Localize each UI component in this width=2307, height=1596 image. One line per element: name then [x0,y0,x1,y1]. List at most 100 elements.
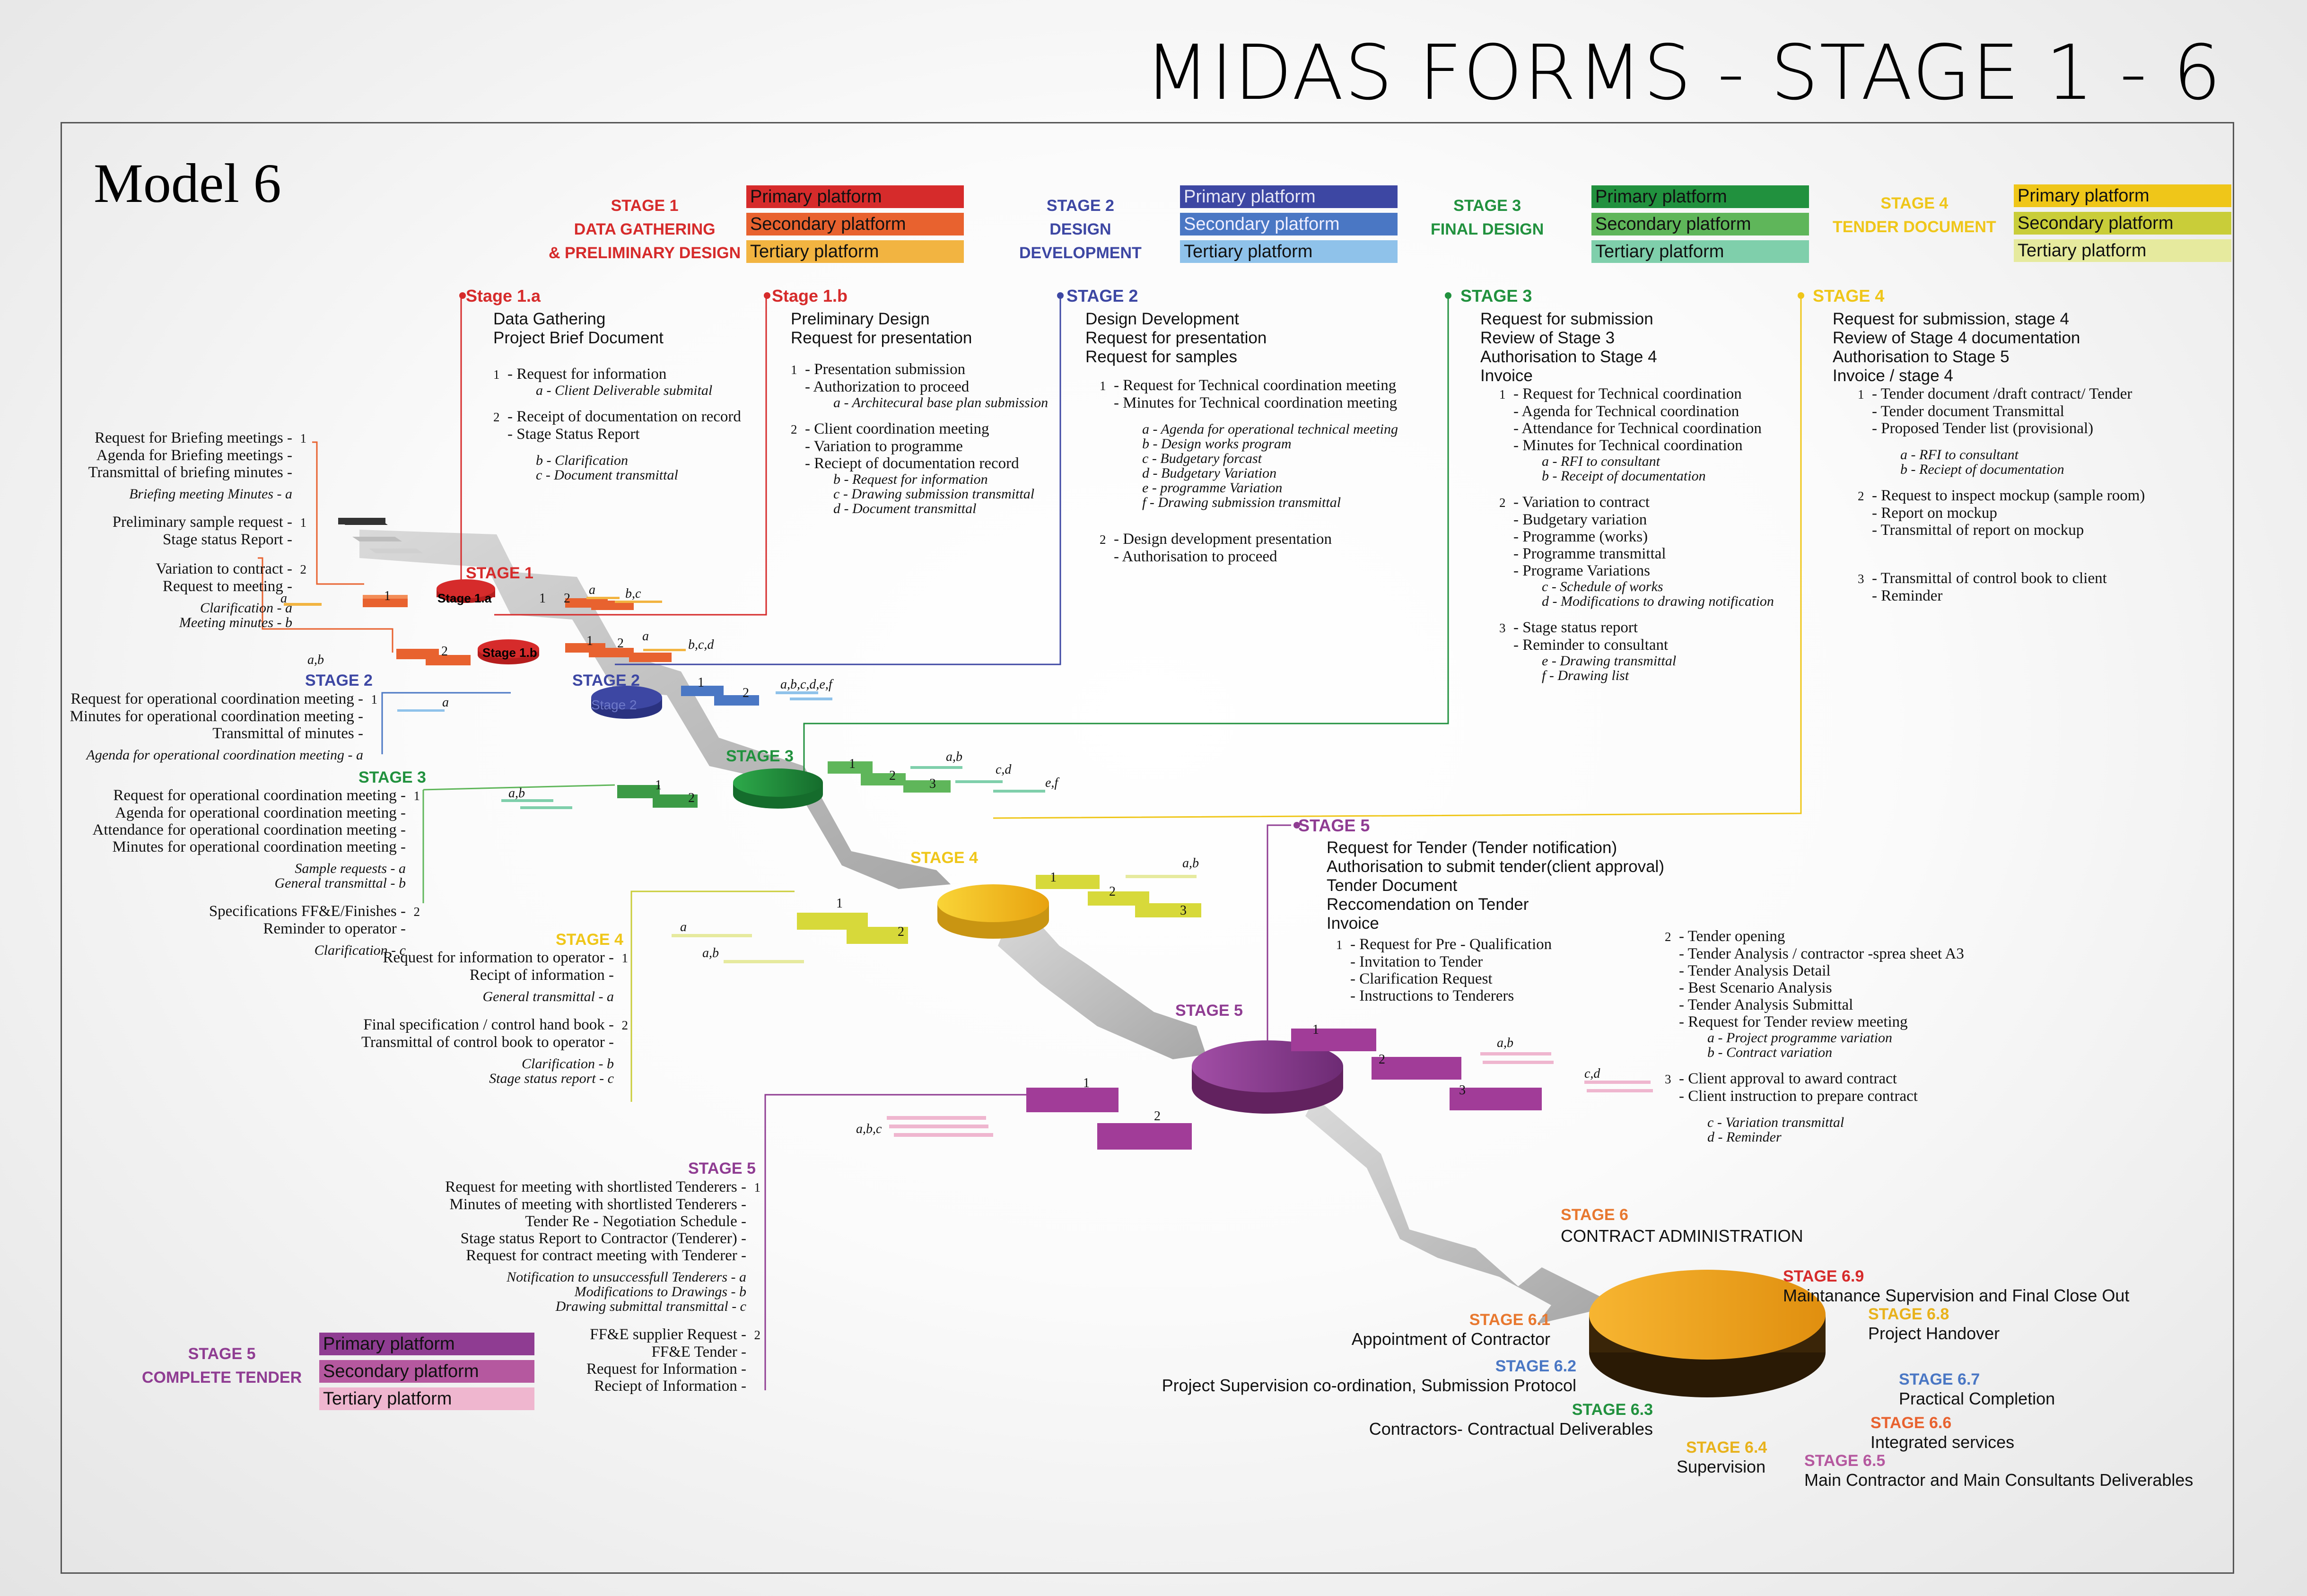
list-item: - Programme (works) [1499,528,1774,545]
list-item: - Instructions to Tenderers [1336,987,1664,1004]
item-text: - Transmittal of control book to client [1872,570,2107,587]
list-item: - Tender document Transmittal [1858,403,2145,420]
platform-label: a,b [307,653,324,667]
left-list-item: Recipt of information - [361,967,628,984]
item-text: - Request for Technical coordination [1513,385,1742,402]
platform-label: 1 [1083,1076,1090,1090]
item-text: b - Clarification [536,453,628,468]
block-stage1a: Stage 1.a Data Gathering Project Brief D… [466,286,741,483]
stage6-item-6-4: STAGE 6.4 Supervision [1677,1439,1767,1476]
platform-label: 2 [889,768,896,783]
list-item: - Programe Variations [1499,562,1774,579]
list-item: d - Budgetary Variation [1128,466,1398,480]
model-label: Model 6 [94,152,281,214]
stage5-platforms [887,1029,1653,1150]
legend-stage1-primary: Primary platform [746,185,964,208]
item-text: f - Drawing list [1542,668,1629,683]
list-item: f - Drawing submission transmittal [1128,495,1398,510]
list-item [493,443,741,453]
list-item: - Reminder [1858,587,2145,604]
list-item: - Reminder to consultant [1499,637,1774,654]
item-number: 1 [621,951,629,965]
connector-dot-stage3 [1445,292,1451,299]
item-number: 3 [1499,621,1506,635]
platform-label: e,f [1045,776,1058,790]
item-text: Request for meeting with shortlisted Ten… [445,1178,746,1195]
left-list-item: Transmittal of minutes - [70,725,377,742]
item-number: 3 [1665,1072,1671,1086]
item-number: 1 [413,789,420,803]
left-sub-item: Modifications to Drawings - b [574,1284,746,1299]
list-item [493,398,741,408]
item-number: 2 [621,1018,629,1032]
list-item: f - Drawing list [1528,668,1774,683]
left-list-item: Tender Re - Negotiation Schedule - [445,1213,760,1230]
connector-dot-stage1b [764,292,770,299]
item-text: e - programme Variation [1142,480,1283,496]
list-item: 1- Request for Pre - Qualification [1336,936,1664,953]
platform-label: 3 [929,776,936,791]
platform-label: a [442,695,449,710]
list-item: 1- Tender document /draft contract/ Tend… [1858,385,2145,403]
list-item [791,410,1048,420]
item-number: 2 [754,1328,761,1342]
platform-label: a [280,591,287,606]
left-list-item: Request for operational coordination mee… [93,787,420,804]
item-text: - Minutes for Technical coordination mee… [1114,394,1398,411]
stage6-item-6-8: STAGE 6.8 Project Handover [1868,1305,2000,1343]
list-item: - Minutes for Technical coordination mee… [1100,394,1398,411]
node-label-stage5: STAGE 5 [1175,1002,1243,1020]
node-label-stage2: STAGE 2 [572,672,640,689]
left-heading-stage2: STAGE 2 [305,672,373,689]
list-item: 3- Client approval to award contract [1665,1070,1964,1088]
stage6-item-6-1: STAGE 6.1 Appointment of Contractor [1351,1311,1550,1349]
left-list-item: Stage status Report - [88,531,306,548]
list-item: a - Client Deliverable submital [522,383,741,398]
left-list-item: Request for information to operator -1 [361,949,628,967]
list-item: - Request for Tender review meeting [1665,1013,1964,1030]
item-text: - Reminder [1872,587,1943,604]
list-item: - Transmittal of report on mockup [1858,522,2145,539]
connector-left-stage1-2 [258,557,393,653]
legend-stage4-primary: Primary platform [2014,184,2231,207]
list-item: - Invitation to Tender [1336,953,1664,970]
stage6-item-6-5: STAGE 6.5 Main Contractor and Main Consu… [1804,1452,2193,1490]
legend-stage5-secondary: Secondary platform [319,1360,534,1383]
left-sub-item: General transmittal - a [482,989,614,1004]
item-text: c - Drawing submission transmittal [833,486,1035,502]
item-text: a - Client Deliverable submital [536,383,713,398]
legend-stage2-secondary: Secondary platform [1180,213,1398,235]
left-sub-item: Drawing submittal transmittal - c [555,1299,746,1314]
list-item: c - Variation transmittal [1693,1115,1964,1130]
list-item [1100,510,1398,520]
item-text: - Client instruction to prepare contract [1679,1088,1918,1105]
item-text: - Variation to programme [805,438,963,455]
item-text: - Request for Tender review meeting [1679,1013,1908,1030]
node-label-stage2-disc: Stage 2 [591,698,637,712]
item-number: 1 [300,431,307,445]
platform-label: b,c,d [688,637,714,652]
left-list-item: Reminder to operator - [93,920,420,937]
left-list-item: Agenda for operational coordination meet… [93,804,420,821]
block-stage4: STAGE 4 Request for submission, stage 4 … [1813,286,2145,604]
item-text: Reminder to operator - [263,920,406,937]
left-list-item: Reciept of Information - [445,1378,760,1395]
block-heading: STAGE 5 [1298,816,1370,835]
item-text: - Authorization to proceed [805,378,970,395]
platform-label: 1 [836,896,843,911]
list-item: 2- Tender opening [1665,928,1964,945]
node-label-stage1b: Stage 1.b [482,645,537,660]
item-text: - Variation to contract [1513,494,1650,511]
platform-label: 1 [586,634,593,648]
item-text: a - RFI to consultant [1900,447,2019,462]
item-text: Transmittal of control book to operator … [361,1034,614,1051]
list-item [1665,1060,1964,1070]
stage1-discs [437,579,539,664]
list-item: 3- Transmittal of control book to client [1858,570,2145,587]
item-number: 2 [493,410,500,424]
